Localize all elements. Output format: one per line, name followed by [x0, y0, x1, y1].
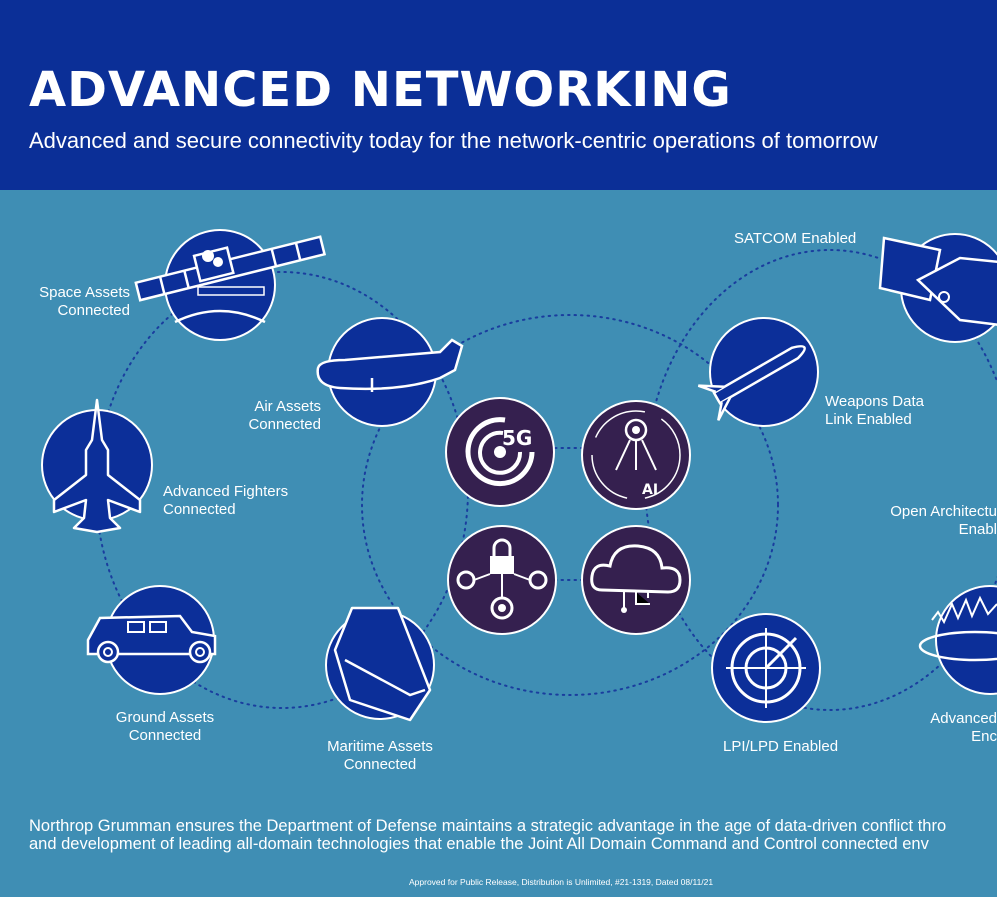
satellite-icon — [134, 229, 327, 341]
5g-icon — [445, 397, 555, 507]
page-subtitle: Advanced and secure connectivity today f… — [29, 128, 878, 153]
satcom-satellite-icon — [878, 233, 997, 343]
right-ring — [644, 249, 997, 711]
footer-description: Northrop Grumman ensures the Department … — [29, 817, 947, 853]
lock-network-icon — [447, 525, 557, 635]
fighter-jet-icon — [41, 398, 153, 534]
drone-icon — [316, 317, 464, 427]
radar-icon — [711, 613, 821, 723]
ai-label: AI — [642, 482, 658, 498]
missile-icon — [697, 317, 819, 427]
approval-statement: Approved for Public Release, Distributio… — [409, 877, 714, 887]
label-satcom-enabled: SATCOM Enabled — [734, 230, 857, 247]
header-banner: ADVANCED NETWORKING Advanced and secure … — [0, 0, 997, 190]
center-ring — [361, 314, 779, 696]
humvee-icon — [86, 585, 217, 695]
cloud-icon — [581, 525, 691, 635]
label-lpi-lpd: LPI/LPD Enabled — [723, 738, 839, 755]
ai-chip-icon — [581, 400, 691, 510]
page-title: ADVANCED NETWORKING — [29, 62, 732, 118]
ship-icon — [325, 606, 435, 722]
antenna-icon — [918, 585, 997, 695]
5g-label: 5G — [502, 426, 532, 450]
